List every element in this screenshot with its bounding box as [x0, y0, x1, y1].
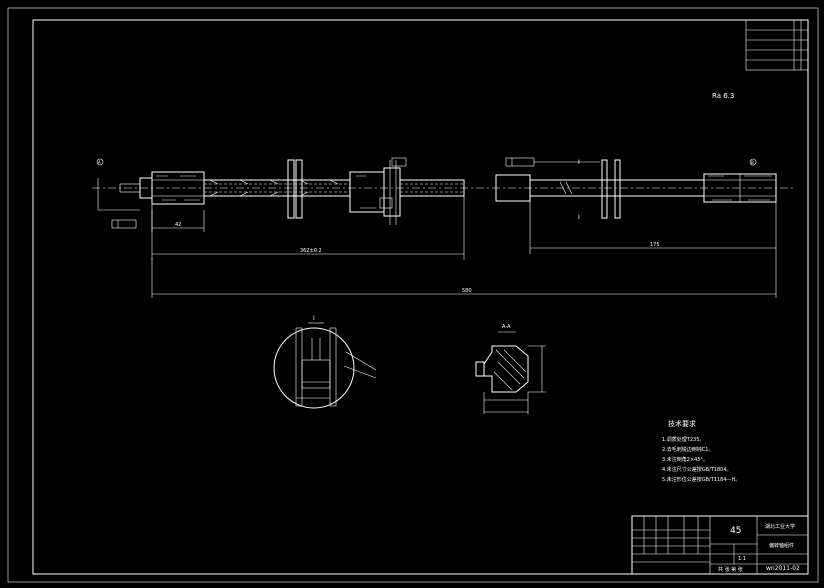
- svg-text:4.未注尺寸公差按GB/T1804。: 4.未注尺寸公差按GB/T1804。: [662, 466, 732, 473]
- geometric-tolerance-frames: [111, 157, 600, 229]
- svg-text:I: I: [578, 159, 580, 166]
- svg-text:362±0.2: 362±0.2: [300, 248, 322, 254]
- svg-text:技术要求: 技术要求: [668, 419, 696, 428]
- detail-view-i: I: [273, 315, 377, 409]
- shaft-middle-section: [399, 179, 465, 197]
- dim-overall: 580: [151, 254, 777, 298]
- tech-requirements: 技术要求 1.调质处理T235。 2.去毛刺锐边倒钝C1。 3.未注倒角2×45…: [662, 419, 740, 483]
- scale-value: 1:1: [738, 556, 746, 562]
- svg-text:I: I: [578, 214, 580, 221]
- svg-text:A: A: [98, 160, 101, 165]
- svg-text:B: B: [751, 160, 754, 165]
- svg-text:1.调质处理T235。: 1.调质处理T235。: [662, 436, 704, 443]
- title-name: 偏转轴组件: [769, 542, 794, 549]
- center-hub: [349, 157, 407, 225]
- svg-text:I: I: [313, 315, 315, 322]
- washers-left: [287, 159, 303, 219]
- svg-text:42: 42: [175, 222, 181, 228]
- outer-frame: [7, 7, 819, 583]
- title-top: 湖北工业大学: [765, 523, 795, 530]
- sheet-label: 共 张 第 张: [718, 566, 743, 573]
- right-nut: [703, 173, 777, 203]
- dim-left-span: 362±0.2: [151, 196, 465, 260]
- material-value: 45: [730, 526, 741, 536]
- inner-frame: [32, 19, 809, 575]
- datum-marker-right: B: [749, 158, 757, 166]
- section-view-a-a: A-A: [475, 324, 546, 414]
- svg-text:580: 580: [462, 288, 472, 294]
- svg-text:2.去毛刺锐边倒钝C1。: 2.去毛刺锐边倒钝C1。: [662, 446, 713, 453]
- dim-left-short: 42: [151, 210, 205, 232]
- drawing-number: wn2011-02: [766, 565, 800, 572]
- section-marks: I I: [578, 159, 580, 221]
- datum-marker-left: A: [96, 158, 104, 166]
- dim-right-span: 175: [529, 200, 777, 254]
- svg-text:5.未注形位公差按GB/T1184—H。: 5.未注形位公差按GB/T1184—H。: [662, 476, 740, 483]
- title-block: 45 湖北工业大学 偏转轴组件 1:1 wn2011-02 共 张 第 张: [631, 515, 809, 575]
- revision-table: [745, 19, 809, 71]
- washers-right: [601, 159, 621, 219]
- roughness-note: Ra 6.3: [712, 92, 734, 100]
- svg-text:175: 175: [650, 242, 660, 248]
- svg-text:A-A: A-A: [502, 324, 511, 330]
- svg-text:3.未注倒角2×45°。: 3.未注倒角2×45°。: [662, 456, 708, 463]
- left-end-detail: [97, 178, 141, 211]
